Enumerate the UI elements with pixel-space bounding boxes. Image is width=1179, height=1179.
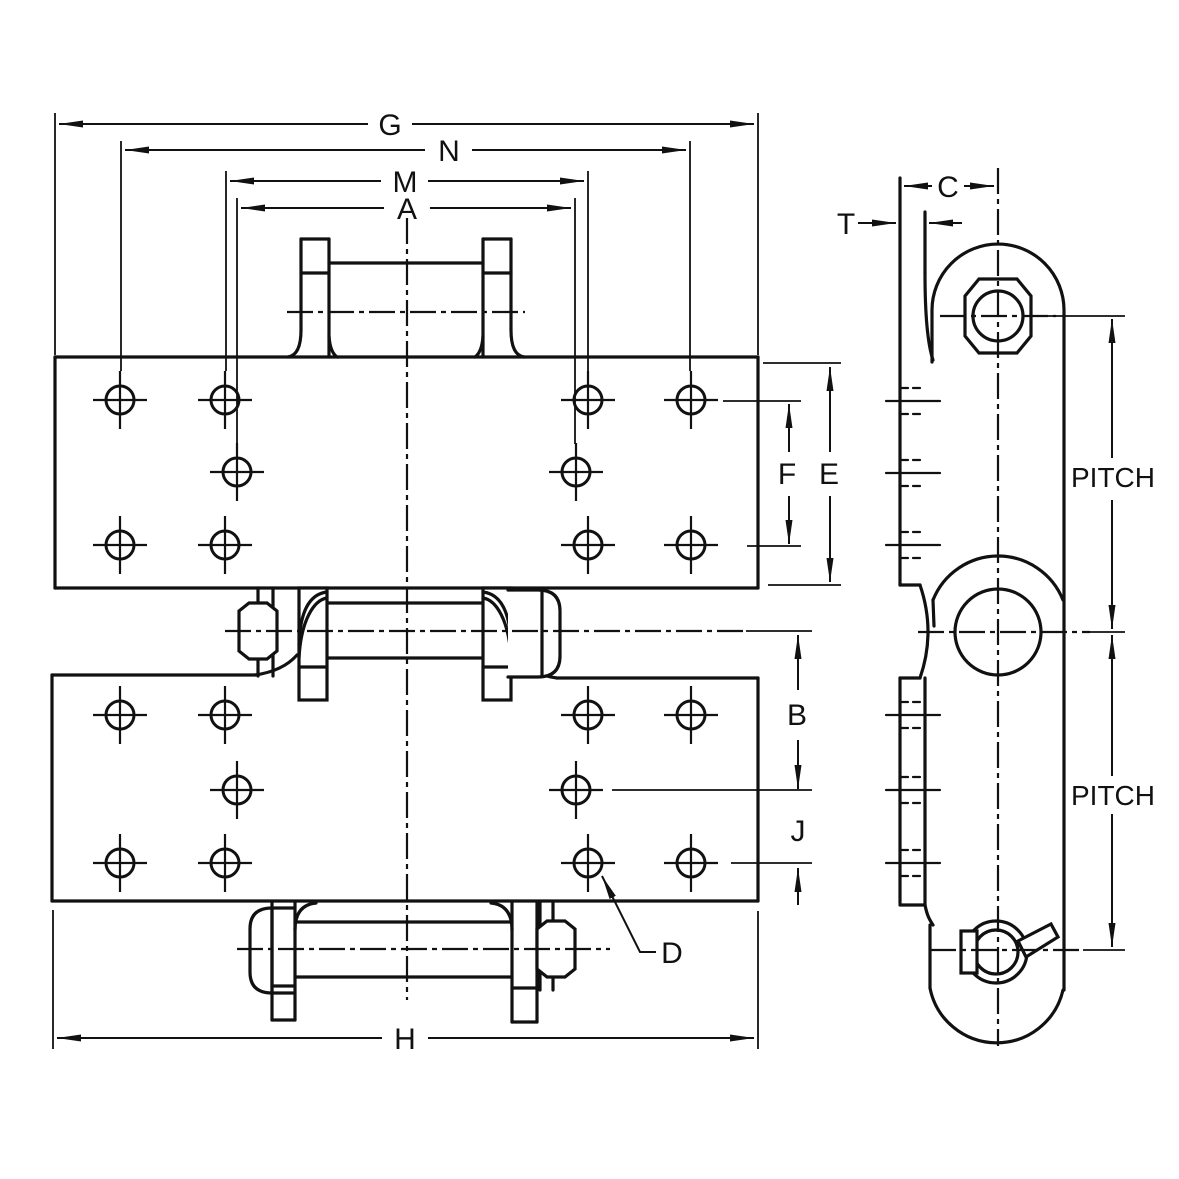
strip-hole-hidden-lines (884, 386, 942, 878)
upper-lug-tabs (286, 237, 526, 359)
dim-label-g: G (378, 109, 401, 142)
dimension-lines (57, 120, 1116, 1042)
attachment-strip (898, 176, 935, 927)
dim-label-d: D (661, 937, 683, 970)
dim-label-pitch-bottom: PITCH (1071, 780, 1155, 811)
centerlines (225, 168, 1090, 1046)
dim-label-c: C (937, 171, 959, 204)
dimension-extension-lines (52, 113, 1125, 1049)
dim-label-m: M (393, 166, 418, 199)
dim-label-pitch-top: PITCH (1071, 462, 1155, 493)
dim-d-leader (601, 875, 656, 953)
dim-label-a: A (397, 193, 417, 226)
bottom-pin (959, 919, 1061, 985)
side-view (884, 176, 1066, 1045)
bottom-cap-arc (928, 986, 1065, 1045)
plate-holes (93, 371, 718, 892)
cotter-pin (1015, 921, 1061, 960)
side-bar (481, 586, 513, 702)
dim-label-t: T (837, 208, 855, 241)
side-bar (297, 586, 329, 702)
dim-label-f: F (778, 458, 796, 491)
pin-head (506, 588, 562, 679)
washer (959, 929, 979, 975)
pin-joint-lower (248, 901, 577, 1024)
front-view (50, 237, 760, 1024)
dim-label-j: J (791, 815, 806, 848)
pin-joint-upper (237, 586, 562, 702)
dim-label-b: B (787, 699, 807, 732)
hole-crosshairs (93, 371, 718, 892)
dim-label-h: H (394, 1023, 416, 1056)
dim-label-e: E (819, 458, 839, 491)
dim-label-n: N (438, 135, 460, 168)
dimension-labels: G N M A C T F E B J D H PITCH PITCH (378, 109, 1155, 1056)
